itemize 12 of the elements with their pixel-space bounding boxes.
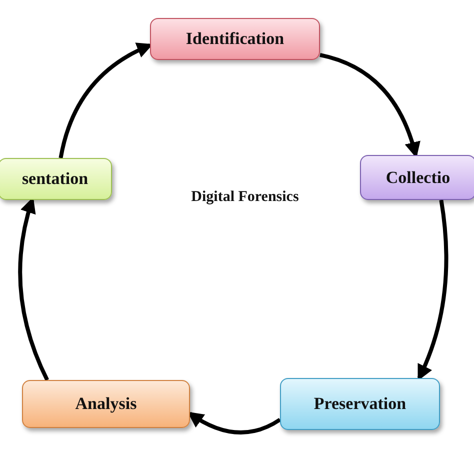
step-label: Collectio	[386, 168, 450, 188]
process-box	[22, 380, 190, 428]
center-title: Digital Forensics	[190, 188, 300, 207]
step-label: Preservation	[314, 394, 406, 414]
process-box	[360, 155, 474, 200]
step-label: Analysis	[75, 394, 137, 414]
process-box	[150, 18, 320, 60]
step-label: Identification	[186, 29, 284, 49]
curved-arrow	[417, 200, 448, 381]
step-label: sentation	[22, 169, 88, 189]
process-box	[0, 158, 112, 200]
process-box	[280, 378, 440, 430]
